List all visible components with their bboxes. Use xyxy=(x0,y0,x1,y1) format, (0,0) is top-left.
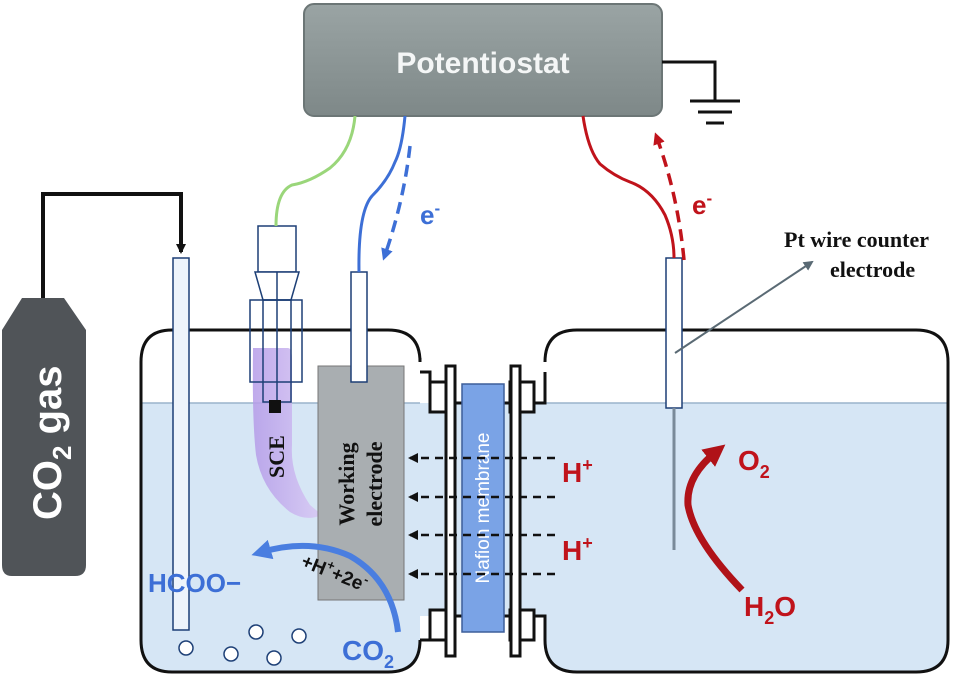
left-electron-label: e- xyxy=(420,199,440,230)
sce-label: SCE xyxy=(264,435,289,478)
proton-migration-arrows xyxy=(408,453,555,579)
right-compartment xyxy=(543,328,950,674)
counter-electrode-callout-line xyxy=(674,260,814,354)
ground-icon xyxy=(662,60,740,125)
sce-reference-electrode: SCE xyxy=(249,225,322,518)
proton-label-upper: H+ xyxy=(562,455,593,488)
co2-label: CO2 xyxy=(342,635,394,672)
right-electron-label: e- xyxy=(692,189,712,220)
co2-reduction-arrow xyxy=(251,539,401,633)
formate-label: HCOO− xyxy=(148,568,241,598)
counter-electrode-lead-wire xyxy=(581,115,676,259)
co2-gas-line xyxy=(41,192,186,298)
co2-gas-label: CO2 gas xyxy=(26,365,77,520)
oxygen-label: O2 xyxy=(738,445,770,482)
water-label: H2O xyxy=(744,591,796,628)
potentiostat-label: Potentiostat xyxy=(396,47,569,80)
gas-inlet-tube xyxy=(172,257,190,631)
gas-bubbles xyxy=(178,624,307,666)
water-oxidation-arrow xyxy=(684,444,745,593)
left-electron-arrow xyxy=(381,145,412,261)
membrane-label: Nafion membrane xyxy=(473,432,494,583)
potentiostat: Potentiostat xyxy=(303,3,663,117)
co2-gas-cylinder: CO2 gas xyxy=(2,298,86,576)
proton-label-lower: H+ xyxy=(562,533,593,566)
right-electron-arrow xyxy=(653,132,686,261)
working-electrode-lead-wire xyxy=(357,115,407,273)
nafion-membrane: Nafion membrane xyxy=(461,383,505,633)
sce-lead-wire xyxy=(274,115,357,227)
